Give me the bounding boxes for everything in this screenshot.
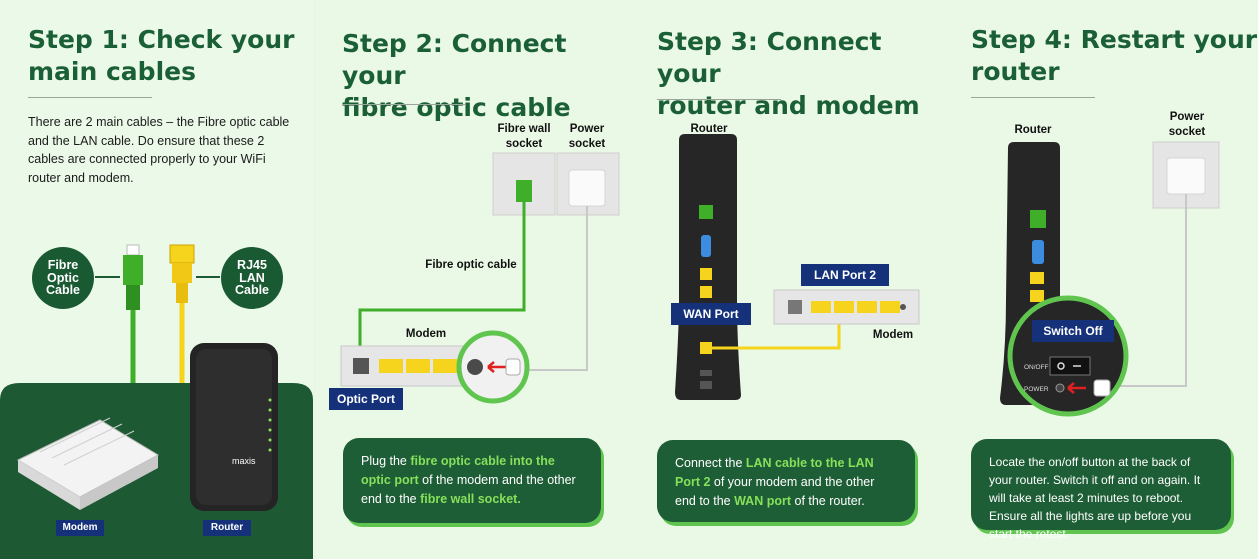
step-3-title-line-1: Step 3: Connect your <box>657 27 882 88</box>
step-2-title-line-1: Step 2: Connect your <box>342 29 567 90</box>
router-label: Router <box>690 123 728 135</box>
note-text: of the router. <box>791 494 865 508</box>
note-highlight: LAN cable to the LAN Port 2 <box>675 456 874 489</box>
wan-port-icon <box>700 342 712 354</box>
on-off-label: ON/OFF <box>1024 364 1049 371</box>
step-1-intro: There are 2 main cables – the Fibre opti… <box>28 115 290 185</box>
wan-port-tag: WAN Port <box>671 303 751 325</box>
divider <box>342 104 466 105</box>
divider <box>657 99 781 100</box>
step-2-instruction: Plug the fibre optic cable into the opti… <box>343 438 601 523</box>
step-4-title: Step 4: Restart your router <box>971 24 1257 88</box>
zoom-circle <box>1007 295 1129 417</box>
modem-label: Modem <box>405 328 447 340</box>
fibre-optic-cable-label: Fibre Optic Cable <box>32 247 94 309</box>
fibre-wall-socket-label: Fibre wall socket <box>497 123 551 150</box>
lan-port-2-tag: LAN Port 2 <box>801 264 889 286</box>
power-socket-label: Power socket <box>568 123 606 150</box>
step-1-illustration: maxis <box>0 244 313 559</box>
lan-port-2-icon <box>834 301 854 313</box>
step-1-title: Step 1: Check your main cables <box>28 24 294 88</box>
step-4-instruction: Locate the on/off button at the back of … <box>971 439 1231 541</box>
step-3-illustration <box>675 134 920 400</box>
step-1-title-line-2: main cables <box>28 57 196 86</box>
brand-logo: maxis <box>232 456 256 466</box>
note-highlight: fibre optic cable into the optic port <box>361 454 555 487</box>
divider <box>28 97 152 98</box>
step-3-panel: Step 3: Connect your router and modem Ro… <box>631 0 944 559</box>
router-tag: Router <box>203 520 251 536</box>
power-cable-line <box>516 206 588 371</box>
step-4-title-line-1: Step 4: Restart your <box>971 25 1258 54</box>
power-plug-icon <box>1166 157 1206 195</box>
step-2-title: Step 2: Connect your fibre optic cable <box>342 28 631 124</box>
modem-image <box>16 417 160 510</box>
power-label: POWER <box>1024 386 1049 393</box>
step-1-title-line-1: Step 1: Check your <box>28 25 295 54</box>
note-text: of the modem and the other end to the <box>361 473 576 506</box>
note-text: Connect the <box>675 456 746 470</box>
rj45-lan-cable-label: RJ45 LAN Cable <box>221 247 283 309</box>
note-highlight: WAN port <box>734 494 792 508</box>
note-highlight: fibre wall socket. <box>420 492 521 506</box>
switch-off-tag: Switch Off <box>1032 320 1114 342</box>
fibre-cable-line <box>358 202 526 360</box>
on-off-switch <box>1049 356 1091 376</box>
divider <box>971 97 1095 98</box>
modem-tag: Modem <box>56 520 104 536</box>
step-4-panel: Step 4: Restart your router ON/OFF POWER… <box>944 0 1258 559</box>
router-label: Router <box>1014 124 1052 136</box>
step-3-title-line-2: router and modem <box>657 91 920 120</box>
power-plug-icon <box>568 169 606 207</box>
rj45-connector-icon <box>169 244 195 383</box>
step-2-illustration <box>340 152 620 404</box>
step-1-panel: Step 1: Check your main cables There are… <box>0 0 313 559</box>
optic-port-tag: Optic Port <box>329 388 403 410</box>
fibre-plug-icon <box>516 180 532 202</box>
optic-port-icon <box>353 358 369 374</box>
router-image <box>675 134 741 400</box>
fibre-optic-cable-label: Fibre optic cable <box>425 259 517 271</box>
red-arrow-icon <box>1067 382 1086 394</box>
step-2-title-line-2: fibre optic cable <box>342 93 571 122</box>
step-3-title: Step 3: Connect your router and modem <box>657 26 944 122</box>
fibre-connector-icon <box>123 244 143 383</box>
note-text: Plug the <box>361 454 411 468</box>
router-image <box>190 343 278 511</box>
modem-label: Modem <box>872 329 914 341</box>
step-2-panel: Step 2: Connect your fibre optic cable F… <box>316 0 631 559</box>
step-4-title-line-2: router <box>971 57 1060 86</box>
power-socket-label: Power socket <box>1168 111 1206 138</box>
router-usb-port <box>701 235 711 257</box>
step-3-instruction: Connect the LAN cable to the LAN Port 2 … <box>657 440 915 522</box>
router-fibre-port <box>699 205 713 219</box>
red-arrow-icon <box>487 361 506 373</box>
power-cable-line <box>1104 194 1187 387</box>
note-text: of your modem and the other end to the <box>675 475 875 508</box>
